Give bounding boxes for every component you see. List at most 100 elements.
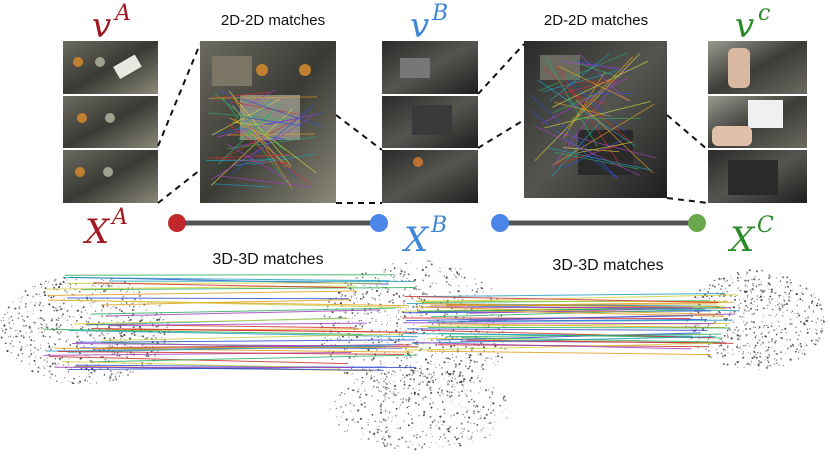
cloud-point [410,441,412,443]
cloud-point [58,325,61,328]
cloud-point [422,397,425,400]
cloud-point [128,284,131,286]
cloud-point [405,330,407,332]
cloud-point [755,270,758,273]
cloud-point [101,315,104,318]
match-line-3d [415,306,718,315]
cloud-point [46,360,49,363]
cloud-point [479,387,482,389]
cloud-point [39,367,41,369]
cloud-point [810,295,813,298]
cloud-point [440,420,442,422]
cloud-point [383,380,385,382]
cloud-point [737,344,739,346]
cloud-point [763,290,766,292]
match-line [538,52,628,92]
cloud-point [30,352,32,354]
cloud-point [455,438,458,441]
cloud-point [8,321,11,324]
cloud-point [40,331,43,334]
match-line [560,60,619,69]
cloud-point [394,371,397,374]
cloud-point [426,384,429,387]
cloud-point [720,352,723,355]
cloud-point [360,438,362,440]
cloud-point [438,445,440,447]
cloud-point [783,300,786,302]
match-line [555,143,623,166]
cloud-point [459,371,462,374]
cloud-point [799,298,802,301]
match-line [554,151,639,170]
cloud-point [331,311,334,314]
cloud-point [56,331,59,334]
cloud-point [466,294,468,296]
cloud-point [133,372,134,373]
cloud-point [453,274,455,276]
cloud-point [691,316,693,318]
cloud-point [361,427,363,429]
cloud-point [383,394,386,397]
cloud-point [348,424,350,426]
cloud-point [489,434,491,436]
cloud-point [457,298,459,300]
cloud-point [730,276,732,278]
cloud-point [323,342,326,344]
cloud-point [491,288,493,290]
cloud-point [749,328,752,330]
cloud-point [25,306,27,308]
cloud-point [420,381,422,383]
cloud-point [64,317,66,319]
cloud-point [734,363,737,365]
cloud-point [812,310,814,312]
cloud-point [470,376,473,380]
cloud-point [465,411,468,414]
cloud-point [769,276,772,278]
match-line [534,53,641,161]
match-line [537,79,636,147]
cloud-point [430,406,433,409]
cloud-point [21,295,23,297]
cloud-point [692,330,694,332]
cloud-point [821,323,823,325]
cloud-point [465,395,468,397]
cloud-point [116,355,118,357]
cloud-point [371,359,373,361]
match-line [240,116,304,127]
cloud-point [442,378,444,380]
cloud-point [392,293,395,297]
cloud-point [72,315,75,318]
cloud-point [448,267,451,270]
cloud-point [773,341,776,344]
cloud-point [476,429,479,432]
cloud-point [351,368,353,370]
cloud-point [758,296,760,299]
cloud-point [720,338,722,341]
cloud-point [481,355,483,357]
cloud-point [341,300,343,302]
cloud-point [476,405,479,407]
cloud-point [376,348,378,351]
cloud-point [469,437,472,440]
cloud-point [394,274,396,277]
cloud-point [354,314,356,317]
cloud-point [783,296,785,298]
cloud-point [454,389,456,391]
cloud-point [367,424,369,426]
cloud-point [424,396,427,398]
cloud-point [789,292,791,294]
cloud-point [80,307,82,309]
cloud-point [494,414,496,416]
cloud-point [761,332,763,334]
cloud-point [94,289,96,291]
cloud-point [50,296,53,299]
cloud-point [424,358,428,361]
cloud-point [470,422,472,424]
cloud-point [756,309,759,311]
cloud-point [374,299,376,301]
cloud-point [811,302,813,304]
cloud-point [440,385,442,387]
cloud-point [817,318,819,320]
cloud-point [759,295,762,298]
cloud-point [112,336,115,339]
